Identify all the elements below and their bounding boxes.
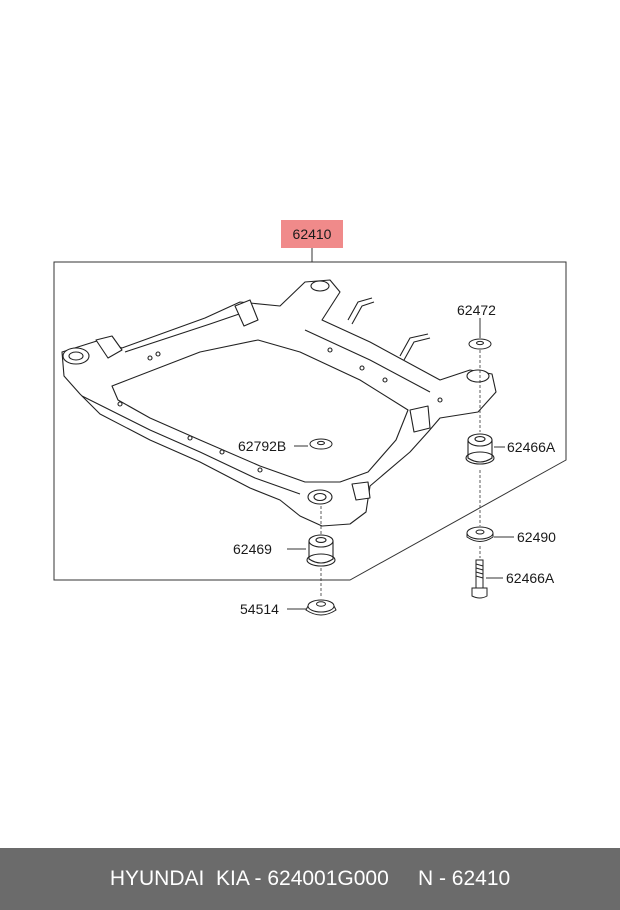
- parts-diagram: 62410: [53, 220, 567, 617]
- footer-text: HYUNDAI KIA - 624001G000 N - 62410: [109, 867, 511, 890]
- callout-62792B: 62792B: [238, 438, 286, 454]
- main-part-number-box: [281, 220, 343, 248]
- callout-62466A-left: 62469: [233, 541, 272, 557]
- part-62469-bolt: [471, 559, 488, 599]
- main-part-number: 62410: [293, 226, 332, 242]
- part-62466A-left-bushing: [306, 534, 336, 567]
- part-62466A-right-bushing: [465, 433, 495, 465]
- part-62490-washer: [466, 526, 494, 542]
- part-54514-cap: [305, 599, 337, 616]
- callout-62469: 62466A: [506, 570, 555, 586]
- assembly-frame: [53, 261, 567, 581]
- part-62472-washer: [468, 338, 492, 350]
- callout-54514: 54514: [240, 601, 279, 617]
- crossmember-drawing: [61, 279, 497, 527]
- part-number-footer: HYUNDAI KIA - 624001G000 N - 62410: [0, 848, 620, 910]
- callout-62472: 62472: [457, 302, 496, 318]
- callout-62490: 62490: [517, 529, 556, 545]
- callout-62466A-right: 62466A: [507, 439, 556, 455]
- part-62792B-washer: [309, 438, 333, 450]
